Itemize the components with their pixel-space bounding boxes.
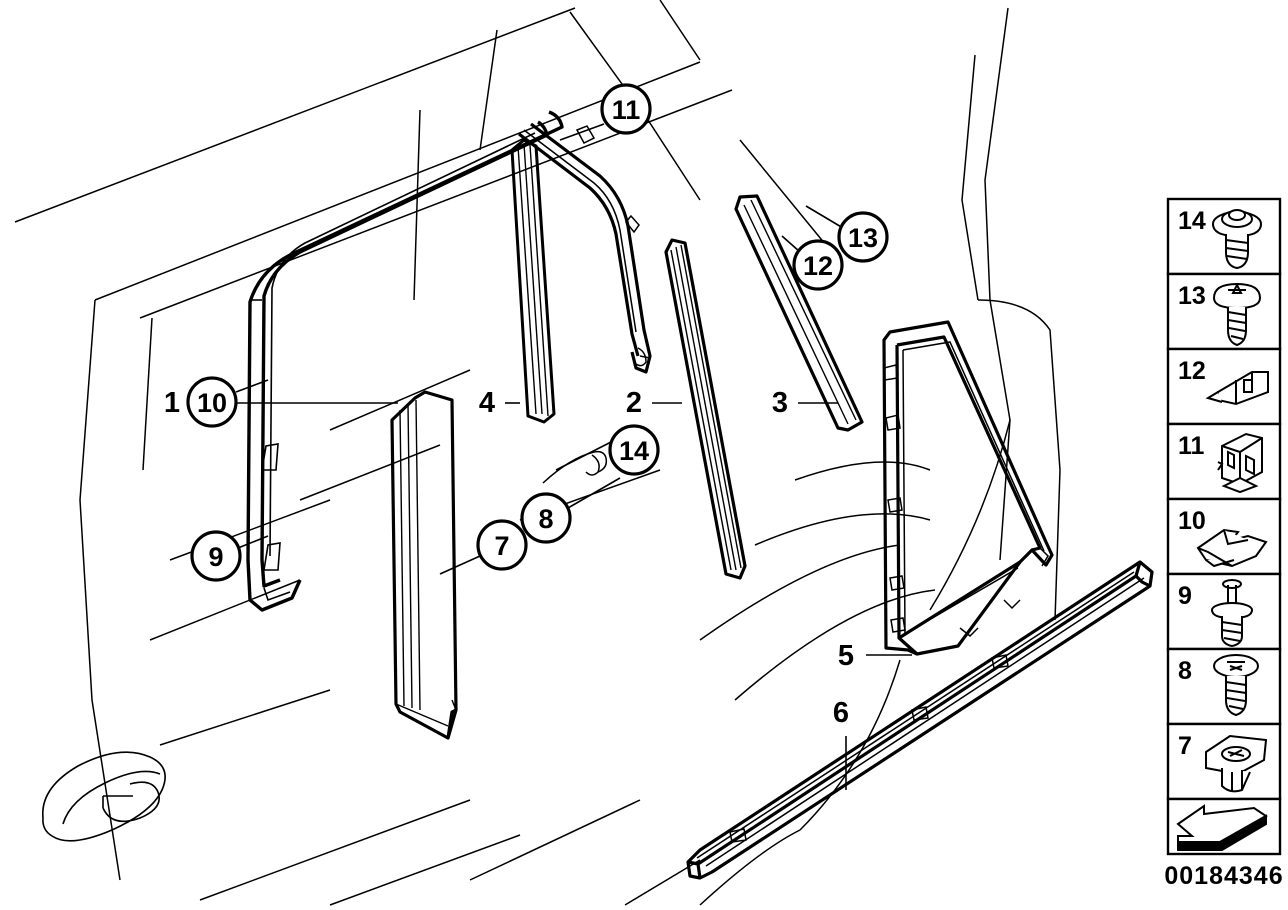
leader-8 [567, 477, 621, 509]
sheet-metal-clip-icon [1205, 371, 1269, 406]
part-window-frame-channel [246, 110, 564, 612]
leader-11 [559, 123, 605, 141]
callout-10: 10 [186, 376, 238, 428]
callout-12: 12 [792, 239, 844, 291]
callout-9-label: 9 [208, 542, 223, 572]
legend-number-10: 10 [1178, 507, 1206, 535]
part-6-detail-lines [696, 571, 1145, 867]
callout-8-label: 8 [538, 504, 553, 534]
part-1-detail-lines [395, 399, 457, 727]
leader-9b [439, 555, 481, 575]
callout-13-label: 13 [848, 223, 878, 253]
diagram-part-number: 00184346 [1164, 862, 1283, 890]
legend-row-9[interactable]: 9 [1166, 572, 1282, 651]
legend-row-10[interactable]: 10 [1166, 497, 1282, 576]
part-2-detail-lines [665, 239, 742, 571]
legend-row-14[interactable]: 14 [1166, 197, 1282, 276]
legend-number-7: 7 [1178, 732, 1192, 760]
callout-8: 8 [520, 492, 572, 544]
label-2: 2 [626, 387, 642, 419]
part-11-frame-upper [518, 122, 652, 374]
direction-arrow-icon [1176, 804, 1268, 851]
legend-panel: 14 13 [1164, 197, 1283, 890]
legend-row-8[interactable]: 8 [1166, 647, 1282, 726]
label-3: 3 [772, 387, 788, 419]
legend-row-12[interactable]: 12 [1166, 347, 1282, 426]
callout-7: 7 [476, 519, 528, 571]
clip-outline-detail [542, 450, 608, 484]
leader-lines [190, 123, 912, 790]
legend-row-direction-arrow[interactable] [1166, 797, 1282, 856]
label-6: 6 [833, 697, 849, 729]
callout-14: 14 [608, 424, 660, 476]
grommet-nut-icon [1205, 734, 1268, 793]
callout-circles: 11 13 12 10 14 8 [186, 83, 889, 582]
legend-row-7[interactable]: 7 [1166, 722, 1282, 801]
part-window-frame-inner-line [250, 132, 536, 602]
legend-number-12: 12 [1178, 357, 1206, 385]
callout-11: 11 [600, 83, 652, 135]
part-5-detail-lines [883, 341, 1049, 655]
leader-12 [781, 235, 801, 253]
part-4-detail-lines [517, 143, 549, 417]
callout-7-label: 7 [494, 531, 509, 561]
door-handle-icon [42, 751, 166, 842]
bracket-clip-icon [1217, 432, 1263, 494]
pan-head-screw-icon [1212, 282, 1262, 347]
legend-row-13[interactable]: 13 [1166, 272, 1282, 351]
legend-number-8: 8 [1178, 657, 1192, 685]
callout-13: 13 [837, 211, 889, 263]
leader-10 [235, 379, 269, 393]
part-6-belt-moulding [686, 560, 1154, 880]
expanding-rivet-icon [1211, 579, 1253, 648]
legend-number-11: 11 [1178, 432, 1205, 460]
plain-number-labels: 1 4 2 3 5 6 [164, 387, 854, 729]
flat-spring-clip-icon [1196, 528, 1268, 568]
callout-10-label: 10 [197, 388, 227, 418]
callout-14-label: 14 [619, 436, 649, 466]
part-1-door-trim [390, 390, 458, 740]
legend-number-9: 9 [1178, 582, 1192, 610]
callout-12-label: 12 [803, 251, 833, 281]
part-4-pillar-trim [510, 138, 556, 424]
part-5-quarter-window-frame [882, 320, 1054, 656]
part-11-detail-lines [523, 125, 651, 367]
label-5: 5 [838, 640, 854, 672]
legend-number-13: 13 [1178, 282, 1206, 310]
legend-row-11[interactable]: 11 [1166, 422, 1282, 501]
callout-11-label: 11 [612, 95, 641, 125]
legend-number-14: 14 [1178, 207, 1206, 235]
self-tapping-screw-icon [1213, 654, 1259, 717]
label-1: 1 [164, 387, 180, 419]
callout-9: 9 [190, 530, 242, 582]
part-3-detail-lines [735, 196, 857, 431]
label-4: 4 [479, 387, 495, 419]
flange-head-screw-icon [1212, 209, 1262, 270]
leader-13 [805, 205, 844, 229]
leader-9 [237, 535, 269, 549]
